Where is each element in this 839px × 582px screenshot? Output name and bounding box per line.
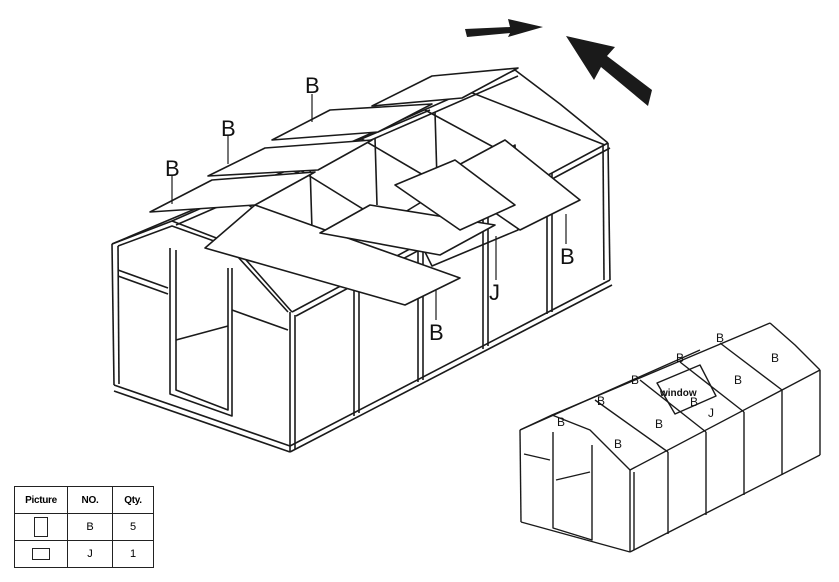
row-no: B — [67, 513, 113, 541]
small-label-b4: B — [631, 373, 639, 387]
row-picture — [14, 513, 68, 541]
row-no: J — [67, 540, 113, 568]
small-greenhouse — [519, 322, 821, 553]
table-row: J 1 — [14, 540, 154, 568]
small-label-b8: B — [557, 415, 565, 429]
label-roof-b2: B — [221, 116, 236, 141]
small-label-b5: B — [734, 373, 742, 387]
label-side-b-bottom: B — [429, 320, 444, 345]
small-label-b3: B — [771, 351, 779, 365]
small-label-b2: B — [676, 351, 684, 365]
label-roof-b1: B — [305, 73, 320, 98]
table-row: B 5 — [14, 513, 154, 541]
parts-table: Picture NO. Qty. B 5 J 1 — [14, 486, 154, 568]
arrow-right-icon — [465, 19, 543, 37]
small-label-b10: B — [614, 437, 622, 451]
label-side-b-right: B — [560, 244, 575, 269]
small-label-b1: B — [716, 331, 724, 345]
row-qty: 5 — [112, 513, 154, 541]
row-qty: 1 — [112, 540, 154, 568]
label-window-j: J — [489, 280, 500, 305]
row-picture — [14, 540, 68, 568]
small-label-b6: B — [597, 394, 605, 408]
arrow-diagonal-icon — [566, 36, 652, 106]
leader-lines — [171, 94, 567, 320]
small-labels: B B B B B B B B B B window J — [557, 331, 779, 451]
parts-table-header: Picture NO. Qty. — [14, 486, 154, 514]
wide-panel-icon — [32, 548, 50, 561]
roof-panels — [149, 67, 581, 306]
header-picture: Picture — [14, 486, 68, 514]
header-no: NO. — [67, 486, 113, 514]
small-label-window: window — [659, 388, 697, 399]
label-roof-b3: B — [165, 156, 180, 181]
small-label-j: J — [708, 406, 714, 420]
small-label-b7: B — [690, 395, 698, 409]
header-qty: Qty. — [112, 486, 154, 514]
tall-panel-icon — [34, 517, 48, 537]
small-label-b9: B — [655, 417, 663, 431]
